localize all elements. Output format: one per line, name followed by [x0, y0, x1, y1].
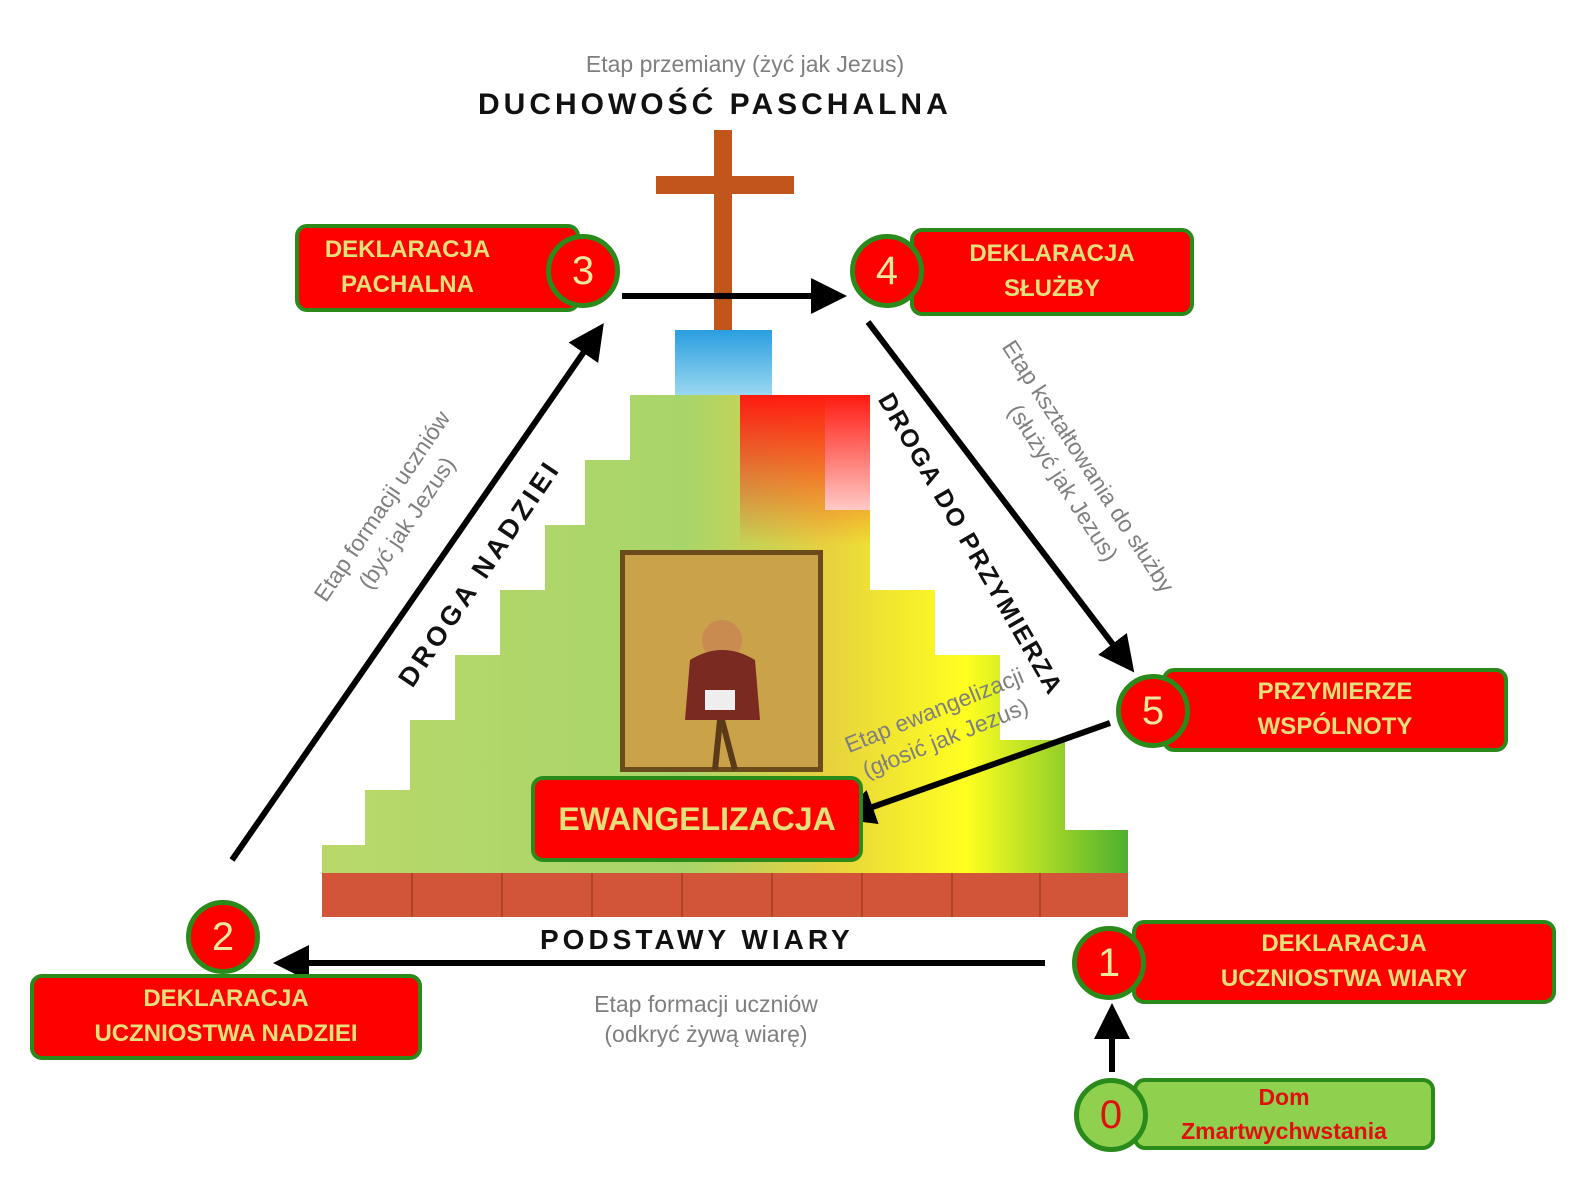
cross-icon — [656, 130, 794, 330]
node-5-line1: PRZYMIERZE — [1257, 678, 1413, 706]
node-4-badge: 4 — [850, 234, 924, 308]
node-0-line2: Zmartwychwstania — [1181, 1118, 1387, 1144]
arrow-4-to-5 — [865, 320, 1135, 673]
arrow-2-to-3 — [229, 323, 604, 862]
node-4-line1: DEKLARACJA — [969, 240, 1135, 268]
node-0-line1: Dom — [1258, 1083, 1310, 1110]
node-3-line1: DEKLARACJA — [324, 236, 491, 264]
icon-image — [620, 550, 823, 772]
node-2-line2: UCZNIOSTWA NADZIEI — [94, 1020, 358, 1047]
stage-bottom-label: Etap formacji uczniów (odkryć żywą wiarę… — [556, 990, 856, 1050]
node-4-box: DEKLARACJA SŁUŻBY — [910, 228, 1194, 316]
node-3-box: DEKLARACJA PACHALNA — [295, 224, 580, 312]
node-0-badge: 0 — [1074, 1078, 1148, 1152]
node-5-badge: 5 — [1116, 674, 1190, 748]
blue-block — [675, 330, 772, 395]
center-ewangelizacja-box: EWANGELIZACJA — [531, 776, 863, 862]
arrow-5-to-center — [838, 720, 1112, 824]
node-1-badge: 1 — [1072, 926, 1146, 1000]
arrows — [229, 278, 1135, 1072]
node-4-line2: SŁUŻBY — [1004, 275, 1100, 302]
node-1-box: DEKLARACJA UCZNIOSTWA WIARY — [1132, 920, 1556, 1004]
node-2-badge: 2 — [186, 900, 260, 974]
node-2-box: DEKLARACJA UCZNIOSTWA NADZIEI — [30, 974, 422, 1060]
node-5-line2: WSPÓLNOTY — [1257, 713, 1413, 740]
stage-bottom-line1: Etap formacji uczniów — [594, 991, 818, 1017]
node-2-line1: DEKLARACJA — [143, 985, 309, 1013]
node-5-box: PRZYMIERZE WSPÓLNOTY — [1162, 668, 1508, 752]
top-title: DUCHOWOŚĆ PASCHALNA — [478, 88, 952, 121]
brick-base — [322, 873, 1128, 917]
stage-bottom-line2: (odkryć żywą wiarę) — [604, 1020, 808, 1047]
top-stage-label: Etap przemiany (żyć jak Jezus) — [585, 51, 905, 77]
node-3-line2: PACHALNA — [341, 271, 474, 298]
node-1-line1: DEKLARACJA — [1261, 930, 1427, 958]
node-0-box: Dom Zmartwychwstania — [1133, 1078, 1435, 1150]
node-1-line2: UCZNIOSTWA WIARY — [1220, 965, 1468, 992]
node-3-badge: 3 — [546, 234, 620, 308]
red-accent — [740, 395, 870, 545]
bottom-title: PODSTAWY WIARY — [540, 924, 854, 955]
